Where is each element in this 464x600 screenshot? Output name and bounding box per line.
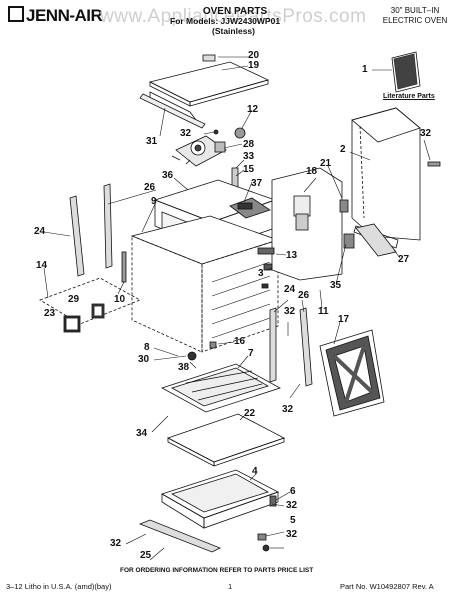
callout-33: 33 (243, 151, 255, 162)
callout-35: 35 (330, 280, 342, 291)
callout-29: 29 (68, 294, 80, 305)
callout-32-mid: 32 (284, 306, 296, 317)
side-rail-left (269, 307, 277, 383)
callout-7: 7 (248, 348, 254, 359)
brand-logo: JENN-AIR (8, 6, 103, 26)
callout-22: 22 (244, 408, 256, 419)
hinge (339, 199, 349, 213)
logo-mark-icon (8, 6, 24, 22)
screw (213, 129, 219, 135)
cooling-fan-assembly (171, 135, 227, 167)
callout-8: 8 (144, 342, 150, 353)
page-title: OVEN PARTS (202, 6, 268, 17)
callout-20: 20 (248, 50, 260, 61)
callout-26: 26 (144, 182, 156, 193)
brand-name: JENN-AIR (26, 6, 103, 25)
callout-1: 1 (362, 64, 368, 75)
callout-12: 12 (247, 104, 259, 115)
spacer (209, 341, 217, 349)
callout-3: 3 (258, 268, 264, 279)
side-rail-right (299, 307, 313, 387)
litho-info: 3–12 Litho in U.S.A. (amd)(bay) (6, 582, 112, 591)
latch-switch (263, 263, 273, 271)
callout-18: 18 (306, 166, 318, 177)
vent-trim (139, 93, 206, 129)
callout-31: 31 (146, 136, 158, 147)
callout-23: 23 (44, 308, 56, 319)
trim-strip (355, 223, 397, 257)
vent-assembly (39, 277, 141, 333)
callout-17: 17 (338, 314, 350, 325)
product-type-line1: 30" BUILT–IN (390, 6, 440, 15)
callout-9: 9 (151, 196, 157, 207)
variant-label: (Stainless) (212, 26, 255, 36)
callout-10: 10 (114, 294, 126, 305)
literature-parts-label: Literature Parts (383, 93, 435, 100)
callout-28: 28 (243, 139, 255, 150)
callout-2: 2 (340, 144, 346, 155)
callout-16: 16 (234, 336, 246, 347)
callout-19: 19 (248, 60, 260, 71)
oven-rack (160, 363, 282, 413)
callout-32-base: 32 (286, 500, 298, 511)
side-trim-mid (103, 183, 113, 269)
callout-15: 15 (243, 164, 255, 175)
callout-25: 25 (140, 550, 152, 561)
outer-wrap-panel (351, 107, 441, 249)
bottom-panel (166, 413, 286, 467)
leveling-leg (269, 495, 277, 507)
callout-26-right: 26 (298, 290, 310, 301)
callout-37: 37 (251, 178, 263, 189)
knob (187, 351, 197, 361)
callout-24: 24 (34, 226, 46, 237)
fan-blade (234, 127, 246, 139)
oven-cavity (130, 215, 280, 353)
callout-21: 21 (320, 158, 332, 169)
literature-booklet (391, 51, 421, 93)
bolt (262, 544, 270, 552)
model-line: For Models: JJW2430WP01 (170, 16, 281, 26)
front-frame (271, 167, 343, 281)
side-trim-left (69, 195, 85, 277)
foot-bracket (257, 533, 267, 541)
callout-4: 4 (252, 466, 258, 477)
hinge-bracket (121, 251, 127, 283)
product-type: 30" BUILT–IN ELECTRIC OVEN (372, 6, 458, 26)
kick-panel (138, 519, 221, 553)
callout-13: 13 (286, 250, 298, 261)
small-clip (261, 283, 269, 289)
callout-14: 14 (36, 260, 48, 271)
callout-30: 30 (138, 354, 150, 365)
part-number: Part No. W10492807 Rev. A (340, 582, 434, 591)
callout-11: 11 (318, 306, 329, 317)
callout-32-kick: 32 (110, 538, 122, 549)
door-latch (257, 247, 275, 255)
callout-32-upper-right: 32 (420, 128, 432, 139)
callout-24-right: 24 (284, 284, 296, 295)
callout-32-foot: 32 (286, 529, 298, 540)
callout-27: 27 (398, 254, 410, 265)
door-glass-frame (319, 329, 385, 417)
hinge-lower (343, 233, 355, 249)
callout-5: 5 (290, 515, 296, 526)
base-pan (161, 469, 280, 529)
leader-lines (43, 56, 431, 561)
callout-38: 38 (178, 362, 190, 373)
callout-6: 6 (290, 486, 296, 497)
page-number: 1 (228, 582, 233, 591)
watermark: www.AppliancePartsPros.com (100, 6, 367, 27)
callout-34: 34 (136, 428, 148, 439)
callout-32-lower: 32 (282, 404, 294, 415)
callout-32: 32 (180, 128, 192, 139)
ordering-note: FOR ORDERING INFORMATION REFER TO PARTS … (120, 567, 314, 574)
product-type-line2: ELECTRIC OVEN (382, 16, 448, 25)
callout-36: 36 (162, 170, 174, 181)
